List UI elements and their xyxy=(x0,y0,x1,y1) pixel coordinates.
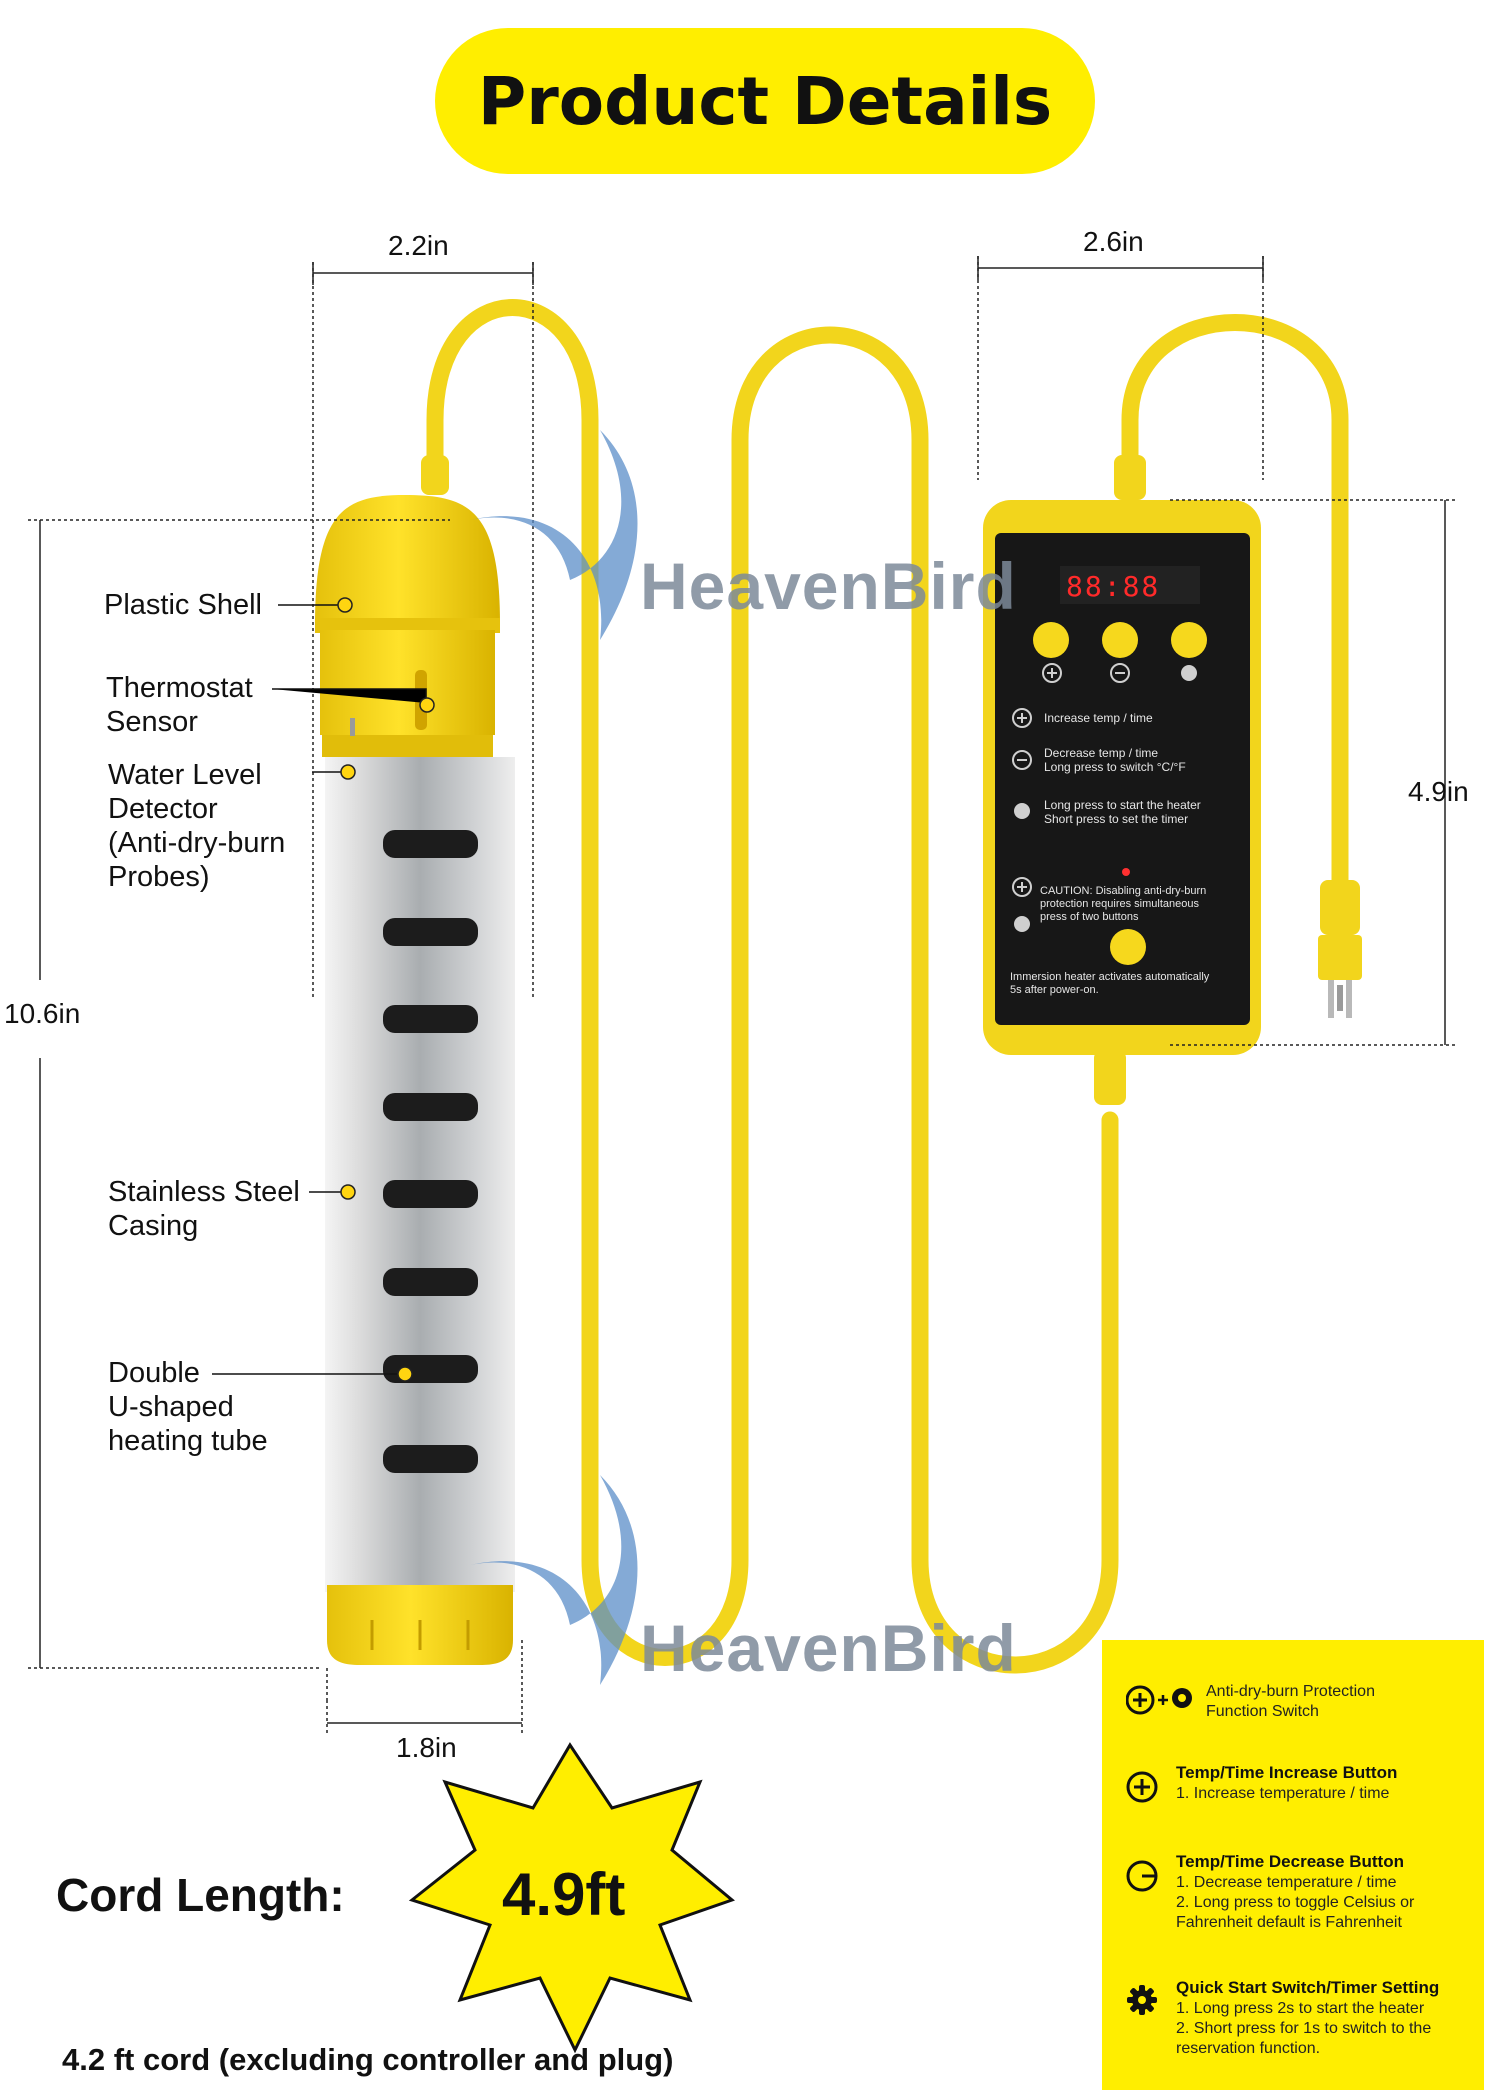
dim-heater-height: 10.6in xyxy=(4,998,81,1029)
strain-relief xyxy=(421,455,449,495)
controller-increase-text: Increase temp / time xyxy=(1044,711,1153,725)
dim-controller-height: 4.9in xyxy=(1408,776,1469,807)
legend-title: Temp/Time Increase Button xyxy=(1176,1763,1398,1782)
label-stainless-casing: Stainless Steel Casing xyxy=(108,1176,300,1242)
plus-gear-icon xyxy=(1126,1685,1192,1715)
legend-body: 1. Increase temperature / time xyxy=(1176,1785,1390,1802)
strain-relief xyxy=(1114,455,1146,500)
dimension-lines xyxy=(28,256,1455,1735)
controller-decrease-text: Decrease temp / time Long press to switc… xyxy=(1044,746,1186,774)
controller-auto-text: Immersion heater activates automatically… xyxy=(1010,971,1210,996)
controller-caution-text: CAUTION: Disabling anti-dry-burn protect… xyxy=(1040,885,1207,923)
dim-controller-width: 2.6in xyxy=(1083,226,1144,257)
starburst xyxy=(408,1742,735,2054)
controller xyxy=(983,500,1261,1055)
gear-icon xyxy=(1127,1985,1157,2015)
plug-cord xyxy=(1121,314,1349,889)
legend-title: Quick Start Switch/Timer Setting xyxy=(1176,1978,1440,1997)
cord xyxy=(426,299,1119,1674)
label-heating-tube: Double U-shaped heating tube xyxy=(108,1357,268,1457)
cord-note: 4.2 ft cord (excluding controller and pl… xyxy=(62,2042,674,2077)
page-title: Product Details xyxy=(477,62,1053,140)
strain-relief xyxy=(1094,1050,1126,1105)
dim-heater-width-top: 2.2in xyxy=(388,230,449,261)
title-banner: Product Details xyxy=(435,28,1095,174)
plug xyxy=(1318,880,1362,1018)
legend-body: 1. Long press 2s to start the heater 2. … xyxy=(1176,2000,1432,2057)
controller-display: 88:88 xyxy=(1066,570,1161,603)
cord-length-label: Cord Length: xyxy=(56,1869,345,1921)
legend-body: 1. Decrease temperature / time 2. Long p… xyxy=(1176,1874,1415,1931)
callout-dots xyxy=(337,597,435,1382)
watermark: HeavenBird xyxy=(640,1611,1017,1685)
label-plastic-shell: Plastic Shell xyxy=(104,589,262,621)
cord-length-value: 4.9ft xyxy=(502,1861,626,1928)
heater-cap xyxy=(315,495,500,757)
minus-circle-icon xyxy=(1126,1860,1158,1892)
bird-logo-icon xyxy=(470,1475,638,1685)
plus-circle-icon xyxy=(1126,1771,1158,1803)
label-thermostat-sensor: Thermostat Sensor xyxy=(106,672,253,738)
dim-heater-width-bottom: 1.8in xyxy=(396,1732,457,1763)
legend-title: Temp/Time Decrease Button xyxy=(1176,1852,1404,1871)
controller-start-text: Long press to start the heater Short pre… xyxy=(1044,798,1201,826)
bird-logo-icon xyxy=(470,430,638,640)
legend-body: Anti-dry-burn Protection Function Switch xyxy=(1206,1683,1375,1720)
heater-slots xyxy=(383,830,478,1473)
label-water-level-detector: Water Level Detector (Anti-dry-burn Prob… xyxy=(108,759,286,893)
watermark: HeavenBird xyxy=(640,549,1017,623)
legend-panel: Anti-dry-burn Protection Function Switch… xyxy=(1102,1640,1484,2090)
